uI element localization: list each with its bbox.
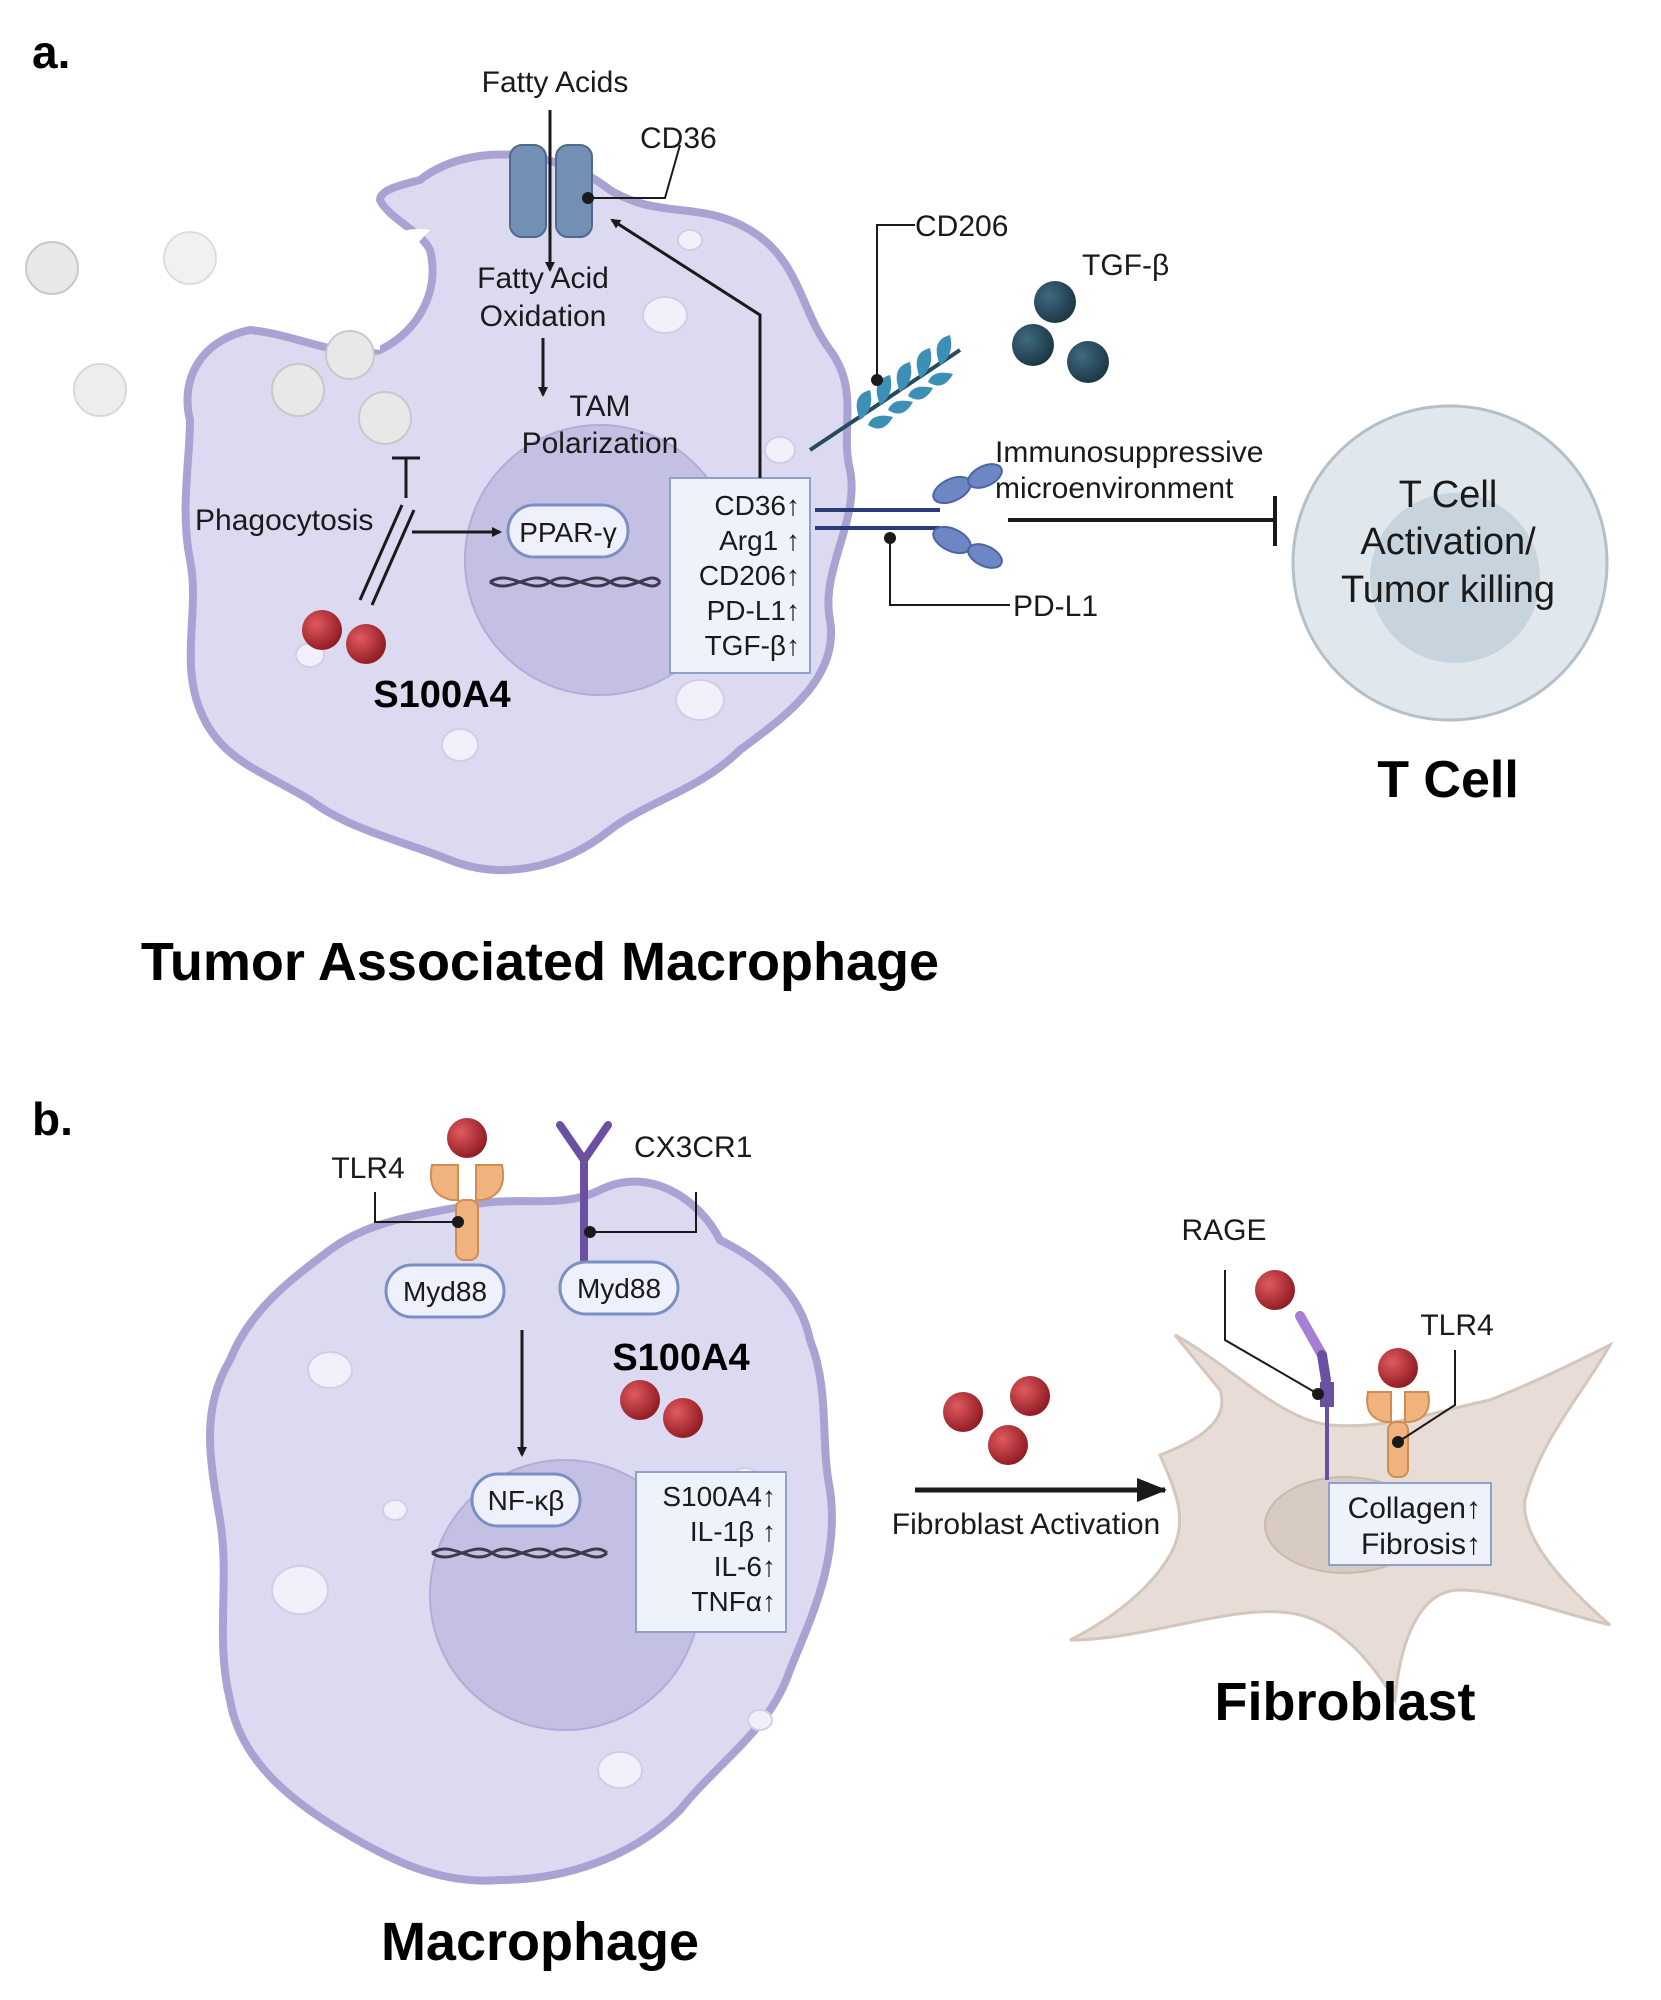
- fibroblast-title: Fibroblast: [1214, 1672, 1475, 1732]
- t-cell-nucleus: [1370, 493, 1540, 663]
- immuno-label-line2: microenvironment: [995, 472, 1234, 505]
- s100a4-particle: [943, 1392, 983, 1432]
- tam-marker: CD36↑: [714, 490, 800, 521]
- nfkb-label: NF-κβ: [488, 1485, 565, 1516]
- tlr4-receptor-fibroblast: [1366, 1391, 1430, 1478]
- fibroblast-marker-box: [1328, 1482, 1492, 1566]
- tgfb-label: TGF-β: [1082, 249, 1169, 282]
- immuno-label-line1: Immunosuppressive: [995, 436, 1263, 469]
- myd88-label-b: Myd88: [577, 1273, 661, 1304]
- tcell-title: T Cell: [1377, 751, 1519, 809]
- macrophage-title: Macrophage: [381, 1912, 699, 1972]
- macrophage-vesicles: [271, 1351, 773, 1789]
- tam-marker: Arg1 ↑: [719, 525, 800, 556]
- pdl1-label: PD-L1: [1013, 590, 1098, 623]
- tgfb-particle: [1034, 281, 1076, 323]
- rage-receptor: [1295, 1311, 1334, 1480]
- tgfb-particle: [1067, 341, 1109, 383]
- s100a4-particle: [620, 1380, 660, 1420]
- macrophage-marker: TNFα↑: [691, 1586, 776, 1617]
- macrophage-marker: IL-6↑: [714, 1551, 776, 1582]
- macrophage-marker-box: [635, 1471, 787, 1633]
- cd36-transporter: [509, 144, 593, 238]
- tam-label-line2: Polarization: [522, 427, 679, 460]
- tam-vesicles: [295, 229, 796, 762]
- s100a4-particle: [447, 1118, 487, 1158]
- tgfb-particle: [1012, 324, 1054, 366]
- cd206-label: CD206: [915, 210, 1008, 243]
- s100a4-particle: [1255, 1270, 1295, 1310]
- phagocytosis-label: Phagocytosis: [195, 504, 373, 537]
- tam-label-line1: TAM: [569, 390, 630, 423]
- panel-b-letter: b.: [32, 1093, 73, 1145]
- tcell-inner-line2: Activation/: [1360, 521, 1536, 563]
- tam-marker: PD-L1↑: [707, 595, 800, 626]
- s100a4-particle: [1010, 1376, 1050, 1416]
- s100a4-particle: [1378, 1348, 1418, 1388]
- tam-title: Tumor Associated Macrophage: [141, 932, 939, 992]
- tam-marker-box: [669, 477, 811, 674]
- phagocytic-cup: [339, 229, 430, 350]
- cx3cr1-receptor: [556, 1121, 612, 1264]
- s100a4-particle: [302, 610, 342, 650]
- s100a4-particle: [346, 624, 386, 664]
- cd36-label: CD36: [640, 122, 717, 155]
- fao-label-line1: Fatty Acid: [477, 262, 609, 295]
- myd88-pill-a: [384, 1263, 506, 1319]
- dna-helix-b: [431, 1547, 609, 1559]
- tlr4-receptor-macrophage: [430, 1164, 504, 1261]
- tlr4-fibro-label: TLR4: [1420, 1309, 1493, 1342]
- macrophage-marker: S100A4↑: [662, 1481, 776, 1512]
- fibroblast-marker: Collagen↑: [1348, 1492, 1481, 1525]
- tam-marker-list: CD36↑ Arg1 ↑ CD206↑ PD-L1↑ TGF-β↑: [699, 490, 800, 661]
- s100a4-particle: [663, 1398, 703, 1438]
- tam-marker: CD206↑: [699, 560, 800, 591]
- dna-helix-a: [489, 576, 662, 588]
- pdl1-receptor: [815, 463, 1003, 569]
- s100a4-label-a: S100A4: [373, 674, 510, 716]
- ppar-label: PPAR-γ: [519, 517, 617, 548]
- macrophage-marker-list: S100A4↑ IL-1β ↑ IL-6↑ TNFα↑: [662, 1481, 776, 1617]
- macrophage-marker: IL-1β ↑: [690, 1516, 776, 1547]
- cx3cr1-label: CX3CR1: [634, 1131, 752, 1164]
- rage-label: RAGE: [1181, 1214, 1266, 1247]
- tcell-inner-line3: Tumor killing: [1341, 569, 1555, 611]
- s100a4-particle: [988, 1425, 1028, 1465]
- tam-marker: TGF-β↑: [705, 630, 800, 661]
- fibroblast-activation-label: Fibroblast Activation: [892, 1508, 1160, 1541]
- s100a4-label-b: S100A4: [612, 1337, 749, 1379]
- tlr4-label: TLR4: [331, 1152, 404, 1185]
- tcell-inner-line1: T Cell: [1399, 474, 1498, 516]
- nfkb-pill: [470, 1472, 582, 1528]
- cd206-receptor: [808, 335, 962, 452]
- panel-a-letter: a.: [32, 26, 70, 78]
- fibroblast-marker: Fibrosis↑: [1361, 1528, 1481, 1561]
- apoptotic-debris: [25, 231, 412, 445]
- myd88-label-a: Myd88: [403, 1276, 487, 1307]
- myd88-pill-b: [558, 1260, 680, 1316]
- fao-label-line2: Oxidation: [480, 300, 607, 333]
- ppar-pill: [506, 503, 630, 559]
- fatty-acids-label: Fatty Acids: [482, 66, 629, 99]
